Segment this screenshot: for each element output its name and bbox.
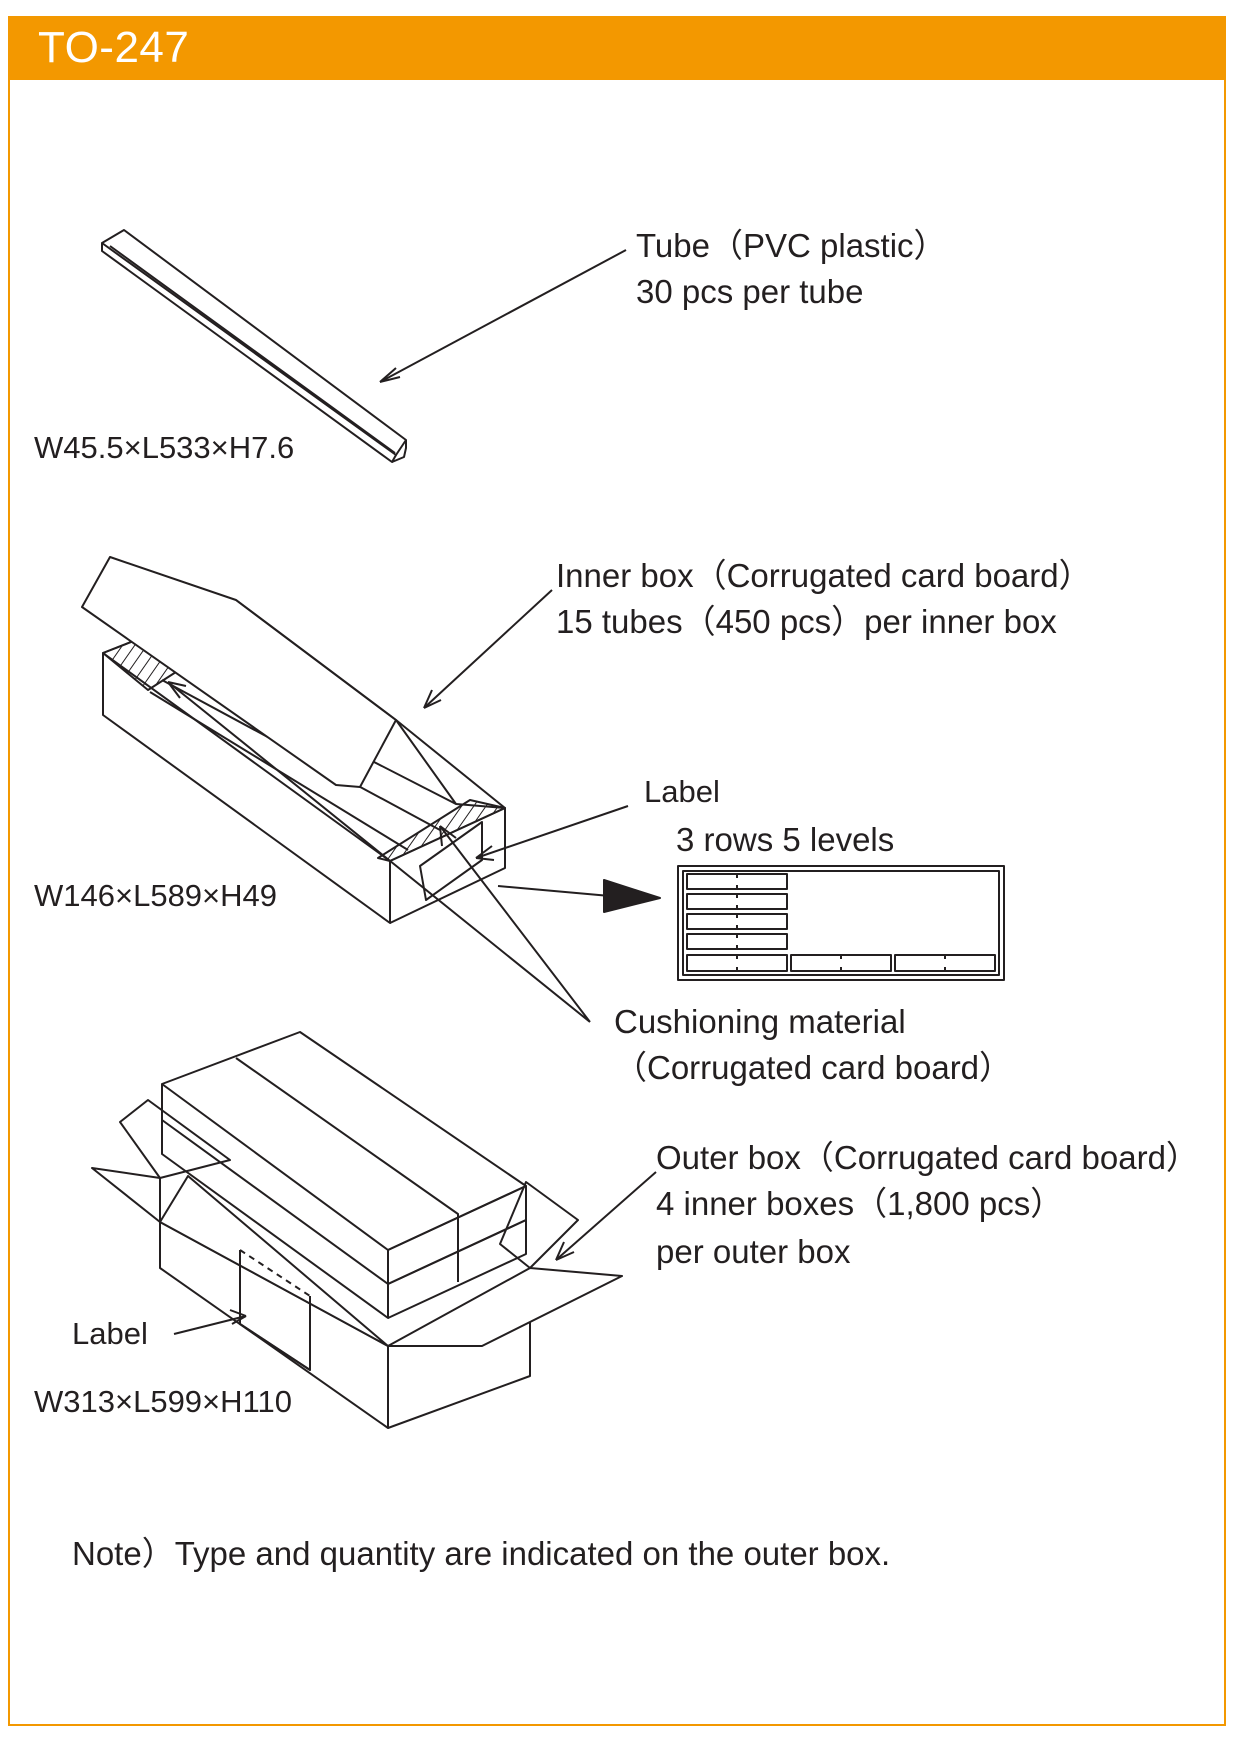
outer-box-label-line3: per outer box [656,1233,851,1270]
tube-illustration [101,229,407,463]
outer-label-callout: Label [72,1316,148,1351]
outer-box-arrowhead [555,1241,575,1261]
tube-label-line1: Tube（PVC plastic） [636,227,947,264]
page-title: TO-247 [38,23,190,72]
outer-box-pointer-arrow [555,1171,657,1261]
header-bar: TO-247 [8,16,1226,80]
inner-label-callout: Label [644,774,720,809]
tube-arrowhead [379,367,401,383]
outer-box-label-line2: 4 inner boxes（1,800 pcs） [656,1185,1064,1222]
outer-label-arrowhead [229,1309,247,1325]
cushioning-arrowhead-back [167,681,187,699]
cushioning-label-line1: Cushioning material [614,1003,906,1040]
inner-box-label-line1: Inner box（Corrugated card board） [556,557,1092,594]
footnote: Note）Type and quantity are indicated on … [72,1535,891,1572]
outer-box-illustration [91,1031,623,1429]
inner-label-pointer-arrow [475,805,629,859]
inner-box-pointer-arrow [423,589,553,709]
inner-box-illustration [81,556,506,924]
label-detail-arrowhead [603,879,661,913]
cushioning-pointer-lines [167,681,591,1023]
cushioning-arrowhead-front [439,825,457,847]
tube-label-line2: 30 pcs per tube [636,273,864,310]
inner-label-arrowhead [475,845,495,861]
outer-box-label-line1: Outer box（Corrugated card board） [656,1139,1199,1176]
inner-box-label-line2: 15 tubes（450 pcs）per inner box [556,603,1057,640]
cushioning-label-line2: （Corrugated card board） [614,1049,1013,1086]
label-arrangement: 3 rows 5 levels [676,821,895,858]
inner-box-arrowhead [423,689,442,709]
tube-dimensions: W45.5×L533×H7.6 [34,430,295,465]
outer-box-dimensions: W313×L599×H110 [34,1384,292,1419]
label-detail-arrow [497,885,611,897]
tube-pointer-arrow [379,249,627,383]
label-layout-diagram [677,865,1005,981]
inner-box-dimensions: W146×L589×H49 [34,878,278,913]
outer-label-pointer-arrow [173,1315,247,1335]
